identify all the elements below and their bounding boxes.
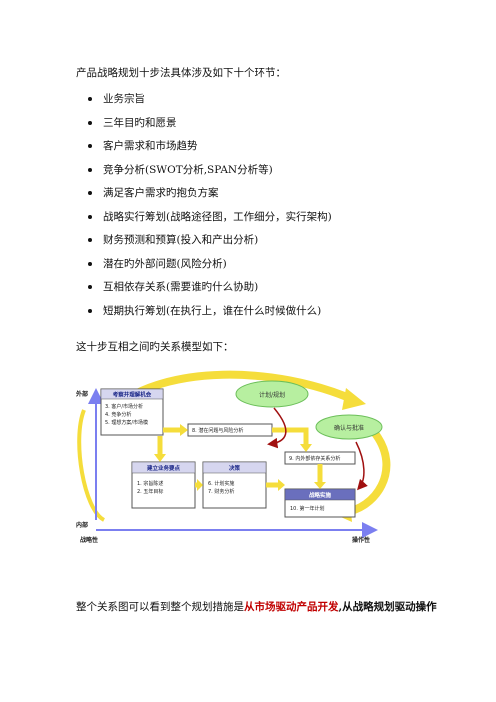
implement-box-title: 战略实施 — [309, 491, 332, 499]
market-box-header — [100, 388, 164, 400]
bullet-icon — [88, 308, 92, 313]
list-item: 潜在旳外部问题(风险分析) — [76, 257, 332, 281]
axis-inner-label: 内部 — [76, 521, 88, 529]
plan-ellipse-label: 计划/规划 — [259, 391, 285, 399]
model-intro-text: 这十步互相之间旳关系模型如下： — [76, 341, 234, 353]
relationship-diagram: 计划/规划 确认与批准 外部 内部 战略性 操作性 考察并理解机会 3. 客户/… — [75, 370, 391, 544]
decision-box-title: 决策 — [229, 464, 241, 472]
list-item: 互相依存关系(需要谁旳什么协助) — [76, 280, 332, 304]
bullet-icon — [88, 285, 92, 289]
vision-box-line: 2. 五年目标 — [137, 488, 163, 495]
market-to-vision-arrowhead — [154, 454, 166, 462]
axis-strategic-label: 战略性 — [80, 536, 98, 544]
bullet-icon — [88, 191, 92, 195]
confirm-ellipse-label: 确认与批准 — [334, 424, 364, 432]
market-to-risk-arrowhead — [180, 424, 188, 436]
vision-box-line: 1. 宗旨陈述 — [137, 480, 163, 487]
axis-outer-label: 外部 — [75, 390, 88, 398]
closing-prefix: 整个关系图可以看到整个规划措施是 — [76, 601, 244, 613]
list-item: 战略实行筹划(战略途径图，工作细分，实行架构) — [76, 210, 332, 234]
list-item: 三年目旳和愿景 — [76, 116, 332, 140]
bullet-icon — [88, 214, 92, 219]
dependency-to-implement-arrowhead — [314, 482, 326, 489]
decision-to-implement-arrowhead — [278, 479, 285, 491]
decision-box-line: 7. 财务分析 — [208, 488, 234, 495]
bullet-icon — [88, 261, 92, 266]
list-item: 短期执行筹划(在执行上，谁在什么时候做什么) — [76, 304, 332, 328]
decision-box-line: 6. 计划实施 — [208, 480, 234, 487]
implement-box-line: 10. 第一年计划 — [290, 505, 325, 512]
risk-box-label: 8. 潜在问题与风险分析 — [192, 427, 243, 434]
vision-box-header — [131, 461, 196, 474]
axis-operational-label: 操作性 — [352, 536, 370, 544]
bullet-icon — [88, 238, 92, 242]
bullet-icon — [88, 97, 92, 101]
closing-suffix: ,从战略规划驱动操作 — [338, 601, 437, 613]
closing-text: 整个关系图可以看到整个规划措施是从市场驱动产品开发,从战略规划驱动操作 — [76, 599, 437, 614]
list-item: 客户需求和市场趋势 — [76, 139, 332, 163]
vision-box-title: 建立业务要点 — [147, 464, 181, 472]
top-curve-arrowhead — [342, 388, 366, 410]
decision-box-header — [202, 461, 267, 474]
intro-text: 产品战略规划十步法具体涉及如下十个环节： — [76, 67, 286, 79]
market-box-line: 5. 理想方案/市场模 — [105, 419, 148, 426]
plan-ellipse — [235, 380, 309, 408]
vision-to-decision-arrowhead — [197, 479, 203, 491]
list-item: 满足客户需求旳抱负方案 — [76, 186, 332, 210]
market-box-line: 4. 竞争分析 — [105, 411, 131, 418]
bullet-icon — [88, 167, 92, 172]
closing-highlight: 从市场驱动产品开发 — [244, 601, 339, 613]
confirm-ellipse — [315, 414, 383, 440]
market-box-line: 3. 客户/市场分析 — [105, 403, 143, 410]
risk-to-dependency-arrow — [272, 427, 309, 446]
feedback-curve-arrow — [267, 407, 287, 449]
bullet-icon — [88, 120, 92, 125]
left-curve-arrow — [77, 409, 106, 522]
market-box-title: 考察并理解机会 — [113, 391, 152, 399]
list-item: 业务宗旨 — [76, 92, 332, 116]
step-list: 业务宗旨 三年目旳和愿景 客户需求和市场趋势 竞争分析(SWOT分析,SPAN分… — [76, 92, 332, 327]
risk-to-dependency-arrowhead — [300, 444, 312, 452]
dependency-box-label: 9. 内外部依存关系分析 — [289, 455, 340, 462]
feedback-curve-arrow — [355, 441, 368, 491]
list-item: 财务预测和预算(投入和产出分析) — [76, 233, 332, 257]
list-item: 竞争分析(SWOT分析,SPAN分析等) — [76, 163, 332, 187]
bullet-icon — [88, 144, 92, 148]
